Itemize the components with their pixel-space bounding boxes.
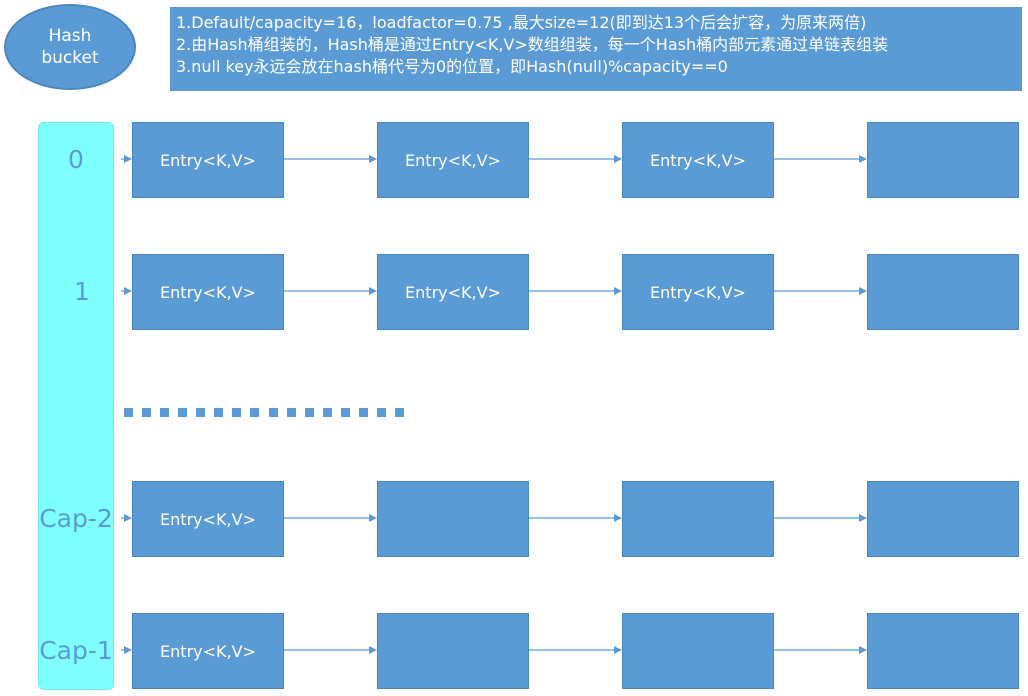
notes-box: 1.Default/capacity=16，loadfactor=0.75 ,最… xyxy=(170,7,1022,91)
hash-bucket-title: Hash bucket xyxy=(4,4,136,90)
bucket-label-0: 0 xyxy=(68,145,84,174)
entry-node-r1-c1: Entry<K,V> xyxy=(377,254,529,330)
entry-node-r3-c3 xyxy=(867,613,1019,689)
entry-node-r2-c2 xyxy=(622,481,774,557)
entry-node-r2-c3 xyxy=(867,481,1019,557)
entry-node-r0-c3 xyxy=(867,122,1019,198)
bucket-label-1: 1 xyxy=(74,277,90,306)
ellipsis-dots xyxy=(124,408,404,417)
note-line-2: 2.由Hash桶组装的，Hash桶是通过Entry<K,V>数组组装，每一个Ha… xyxy=(176,35,889,54)
entry-node-r3-c0: Entry<K,V> xyxy=(132,613,284,689)
entry-node-r0-c2: Entry<K,V> xyxy=(622,122,774,198)
note-line-3: 3.null key永远会放在hash桶代号为0的位置，即Hash(null)%… xyxy=(176,57,728,76)
note-line-1: 1.Default/capacity=16，loadfactor=0.75 ,最… xyxy=(176,13,867,32)
bucket-label-cap-1: Cap-1 xyxy=(39,636,113,665)
bucket-array xyxy=(38,122,114,690)
entry-node-r1-c0: Entry<K,V> xyxy=(132,254,284,330)
entry-node-r0-c0: Entry<K,V> xyxy=(132,122,284,198)
entry-node-r0-c1: Entry<K,V> xyxy=(377,122,529,198)
bucket-label-cap-2: Cap-2 xyxy=(39,504,113,533)
entry-node-r1-c3 xyxy=(867,254,1019,330)
entry-node-r3-c1 xyxy=(377,613,529,689)
entry-node-r2-c0: Entry<K,V> xyxy=(132,481,284,557)
entry-node-r1-c2: Entry<K,V> xyxy=(622,254,774,330)
entry-node-r2-c1 xyxy=(377,481,529,557)
entry-node-r3-c2 xyxy=(622,613,774,689)
